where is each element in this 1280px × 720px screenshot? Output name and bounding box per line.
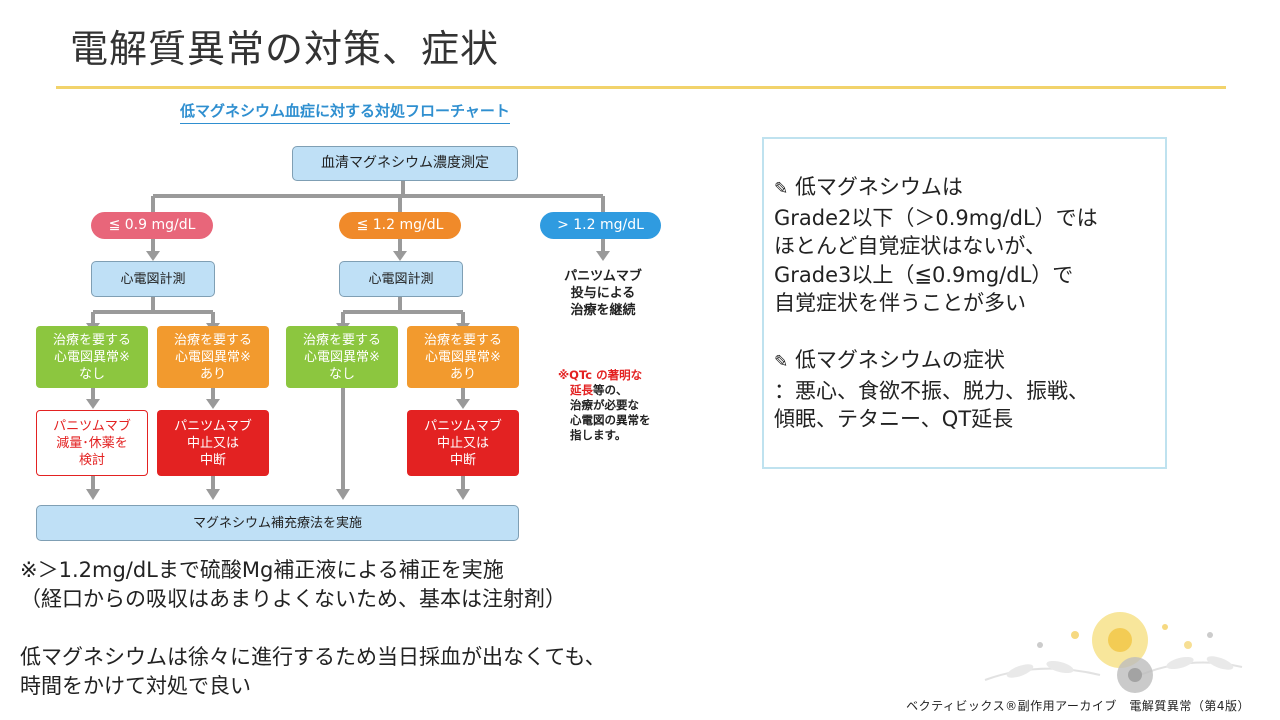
body-text-line4: 時間をかけて対処で良い bbox=[20, 674, 251, 698]
symptom-panel: ✎ 低マグネシウムは Grade2以下（＞0.9mg/dL）では ほとんど自覚症… bbox=[762, 137, 1167, 469]
footer-source: ベクティビックス®副作用アーカイブ 電解質異常（第4版） bbox=[906, 699, 1250, 713]
branch-pill-left: ≦ 0.9 mg/dL bbox=[91, 212, 213, 239]
ecg-box-left: 心電図計測 bbox=[91, 261, 215, 297]
slide-title: 電解質異常の対策、症状 bbox=[70, 27, 500, 71]
title-divider bbox=[56, 86, 1226, 89]
branch-pill-mid: ≦ 1.2 mg/dL bbox=[339, 212, 461, 239]
branch-pill-right: > 1.2 mg/dL bbox=[540, 212, 661, 239]
body-text-line2: （経口からの吸収はあまりよくないため、基本は注射剤） bbox=[20, 587, 566, 611]
stop-or-interrupt-box-left: パニツムマブ 中止又は 中断 bbox=[157, 410, 269, 476]
supplement-box: マグネシウム補充療法を実施 bbox=[36, 505, 519, 541]
continue-treatment-text: パニツムマブ 投与による 治療を継続 bbox=[564, 268, 642, 318]
ecg-abnormal-present-left: 治療を要する 心電図異常※ あり bbox=[157, 326, 269, 388]
pen-icon: ✎ bbox=[774, 179, 789, 199]
flowchart-title: 低マグネシウム血症に対する対処フローチャート bbox=[180, 100, 510, 124]
stop-or-interrupt-box-mid: パニツムマブ 中止又は 中断 bbox=[407, 410, 519, 476]
footnote-qtc: ※QTc の著明な 延長等の、 治療が必要な 心電図の異常を 指します。 bbox=[558, 368, 651, 442]
ecg-abnormal-present-mid: 治療を要する 心電図異常※ あり bbox=[407, 326, 519, 388]
pen-icon: ✎ bbox=[774, 352, 789, 372]
body-text-line1: ※＞1.2mg/dLまで硫酸Mg補正液による補正を実施 bbox=[20, 558, 504, 582]
reduce-or-pause-box: パニツムマブ 減量･休薬を 検討 bbox=[36, 410, 148, 476]
floral-decoration bbox=[984, 612, 1243, 693]
ecg-abnormal-none-mid: 治療を要する 心電図異常※ なし bbox=[286, 326, 398, 388]
body-text-line3: 低マグネシウムは徐々に進行するため当日採血が出なくても、 bbox=[20, 645, 606, 669]
ecg-abnormal-none-left: 治療を要する 心電図異常※ なし bbox=[36, 326, 148, 388]
start-box: 血清マグネシウム濃度測定 bbox=[292, 146, 518, 181]
ecg-box-mid: 心電図計測 bbox=[339, 261, 463, 297]
